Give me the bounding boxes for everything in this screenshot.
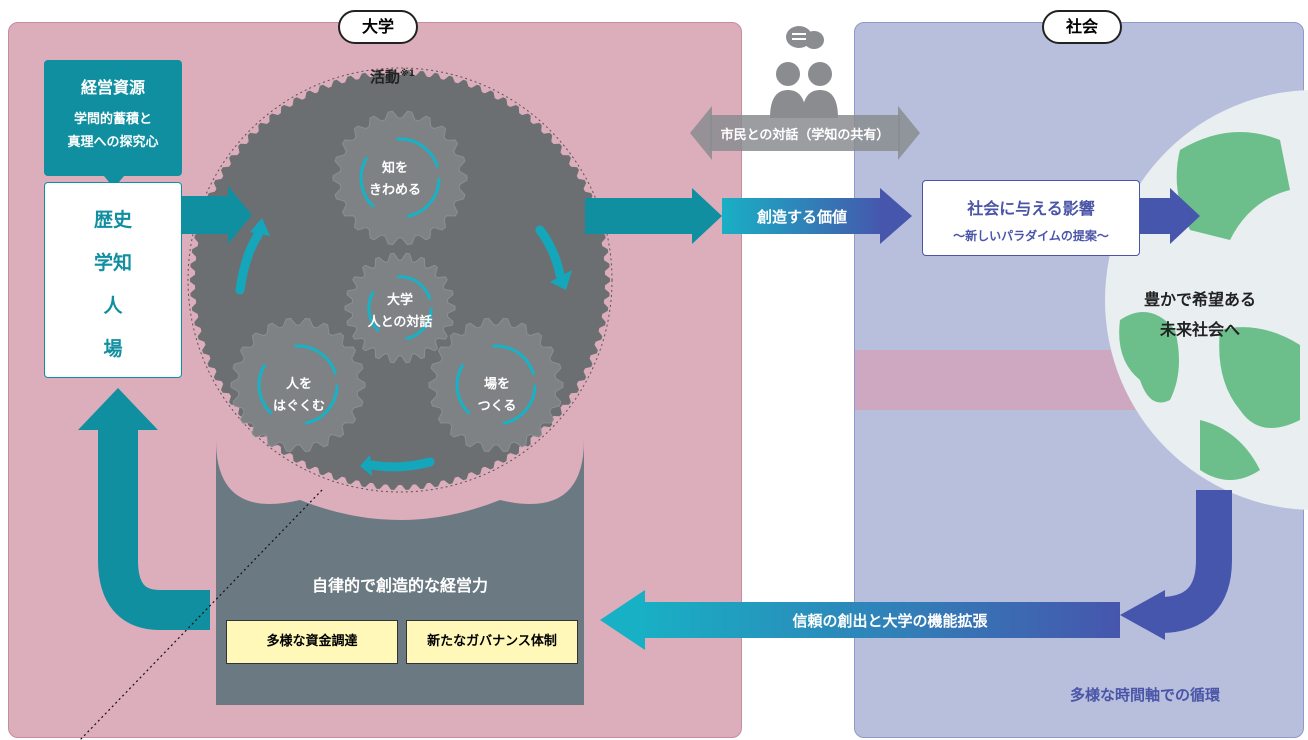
governance-box: 新たなガバナンス体制 [406, 620, 578, 664]
speech-bubble-icon [786, 26, 824, 49]
university-title: 大学 [338, 10, 418, 44]
cycle-label: 多様な時間軸での循環 [1070, 686, 1221, 704]
resources-subtitle-2: 真理への探究心 [67, 135, 159, 150]
value-label: 創造する価値 [756, 208, 847, 226]
management-title: 自律的で創造的な経営力 [311, 576, 488, 595]
gear-label-dialogue: 大学 人との対話 [367, 293, 433, 330]
activities-text: 活動 [370, 68, 401, 86]
funding-box: 多様な資金調達 [226, 620, 398, 664]
management-resources-box: 経営資源 学問的蓄積と 真理への探究心 [44, 60, 182, 176]
gear-pursue-knowledge-arrows [359, 137, 441, 219]
resources-title: 経営資源 [80, 78, 145, 97]
gear-label-nurture-people: 人を はぐくむ [272, 377, 325, 414]
gear-label-pursue-knowledge: 知を きわめる [368, 161, 421, 198]
asset-knowledge: 学知 [93, 252, 132, 274]
gear-create-place-arrows [455, 344, 537, 426]
future-line-2: 未来社会へ [1159, 320, 1240, 339]
impact-box: 社会に与える影響 〜新しいパラダイムの提案〜 [922, 180, 1140, 256]
future-text: 豊かで希望ある 未来社会へ [1110, 285, 1290, 345]
asset-history: 歴史 [93, 209, 132, 231]
trust-label: 信頼の創出と大学の機能拡張 [792, 612, 988, 630]
resources-subtitle-1: 学問的蓄積と [73, 112, 152, 127]
gear-label-create-place: 場を つくる [477, 377, 517, 414]
activities-label: 活動※1 [370, 66, 415, 87]
globe [1105, 90, 1308, 510]
gear-nurture-people [230, 317, 366, 453]
asset-people: 人 [103, 295, 123, 317]
impact-title: 社会に与える影響 [967, 199, 1095, 218]
society-title: 社会 [1042, 10, 1122, 44]
future-line-1: 豊かで希望ある [1143, 290, 1256, 309]
assets-box: 歴史 学知 人 場 [44, 182, 182, 378]
citizens-icon [770, 62, 838, 118]
asset-place: 場 [103, 338, 123, 360]
dialogue-label: 市民との対話（学知の共有） [720, 128, 890, 143]
impact-subtitle: 〜新しいパラダイムの提案〜 [953, 229, 1109, 243]
gear-nurture-people-arrows [257, 344, 339, 426]
activities-note: ※1 [400, 69, 416, 79]
society-pink-band [855, 350, 1155, 410]
gear-dialogue [344, 252, 456, 364]
gear-dialogue-arrows [367, 275, 433, 341]
gear-pursue-knowledge [332, 110, 468, 246]
gear-create-place [428, 317, 564, 453]
